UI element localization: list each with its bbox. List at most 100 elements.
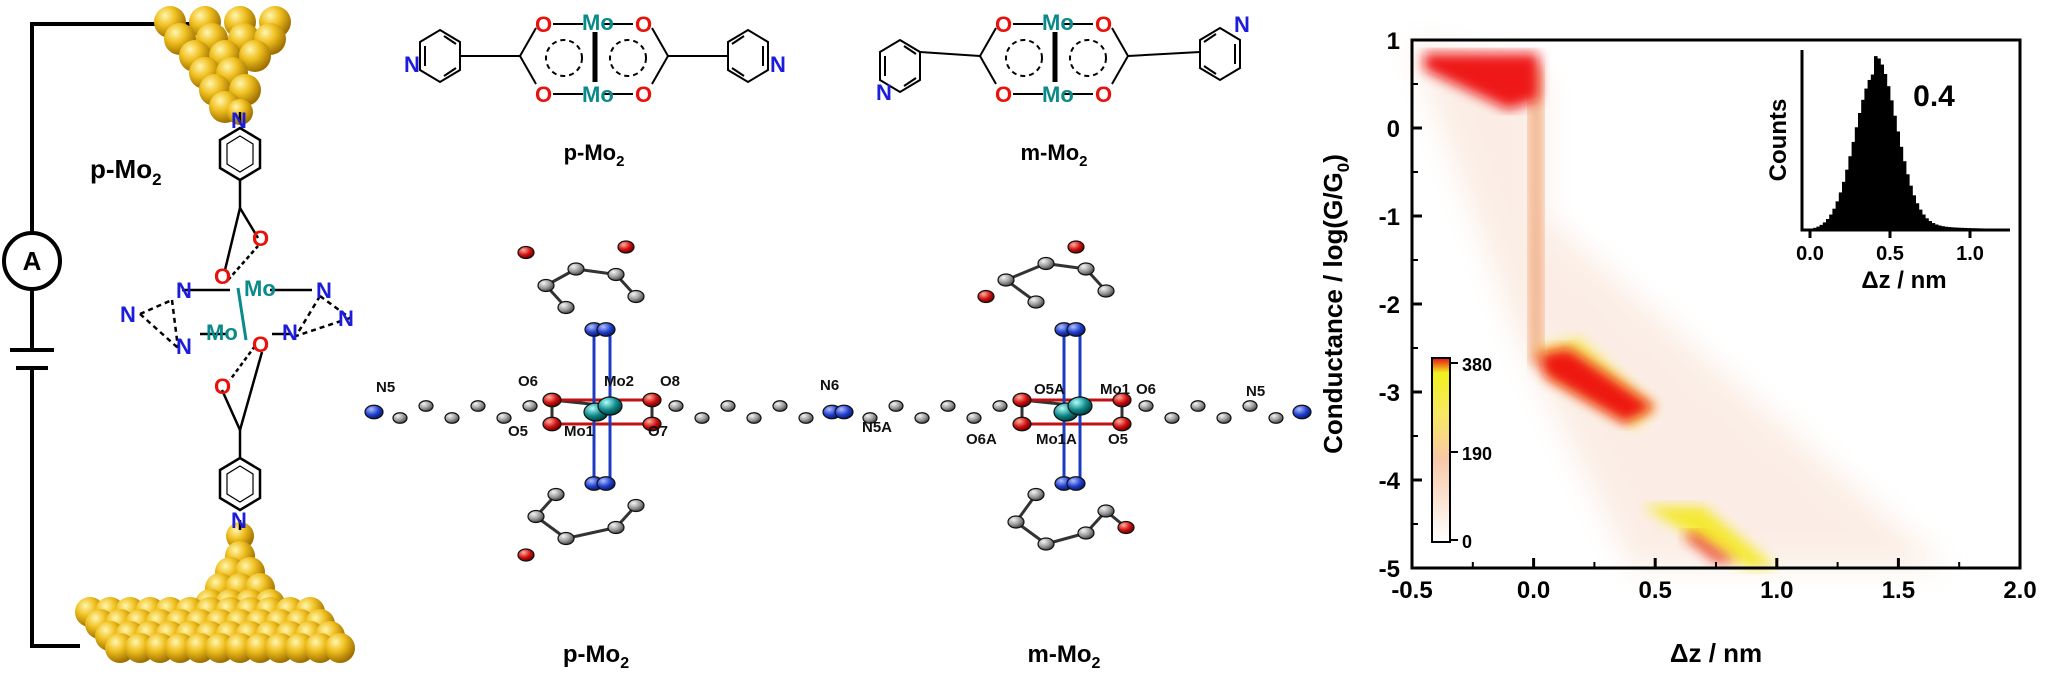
inset-axes (1800, 50, 2010, 232)
crystal-m-label: m-Mo2 (1028, 641, 1101, 672)
gold-atom (239, 40, 271, 72)
x-tick-label: 0.5 (1639, 577, 1672, 604)
inset-bar (1822, 222, 1827, 230)
atom-ellipsoid (627, 498, 645, 513)
inset-bar (1848, 156, 1852, 230)
y-tick-label: -5 (1379, 556, 1400, 583)
atom-ellipsoid (772, 400, 788, 412)
gold-tip-top (154, 6, 291, 125)
atom-ellipsoid (694, 412, 710, 424)
inset-bar (1842, 181, 1846, 230)
atom-ellipsoid (607, 520, 625, 535)
m-struct-o-1: O (995, 12, 1012, 37)
x-tick-label: -0.5 (1391, 577, 1432, 604)
atom-ellipsoid (746, 412, 762, 424)
crystal-structure-p (364, 240, 842, 562)
y-tick-label: -2 (1379, 292, 1400, 319)
inset-bar (1941, 226, 1945, 230)
inset-bar (1816, 226, 1820, 230)
atom-ellipsoid (1112, 392, 1132, 408)
atom-ellipsoid (720, 400, 736, 412)
inset-bar (1915, 203, 1920, 230)
atom-ellipsoid (914, 412, 930, 424)
atom-n-left-1: N (176, 278, 192, 303)
atom-ellipsoid (997, 273, 1015, 287)
inset-bar (1906, 174, 1910, 230)
atom-ellipsoid (1216, 412, 1232, 424)
crystal-m-atom-o5a: O5A (1034, 381, 1065, 398)
atom-ellipsoid (1190, 400, 1206, 412)
structure-p-mo2 (419, 23, 769, 95)
crystal-m-atom-o5: O5 (1108, 431, 1128, 448)
inset-bar (1902, 161, 1907, 230)
inset-tick-label: 0.5 (1876, 243, 1904, 265)
inset-bar (1883, 74, 1888, 230)
x-tick-label: 2.0 (2003, 577, 2036, 604)
colorbar-tick-380: 380 (1462, 355, 1492, 375)
atom-ellipsoid (527, 509, 545, 524)
crystal-p-atom-o6: O6 (518, 373, 538, 390)
inset-bar (1893, 115, 1897, 230)
crystal-m-atom-n5: N5 (1246, 383, 1265, 400)
atom-n-right-3: N (282, 320, 298, 345)
crystal-p-label: p-Mo2 (563, 641, 629, 672)
heat-step (1528, 66, 1544, 366)
atom-ellipsoid (567, 262, 585, 276)
inset-bar (1870, 74, 1875, 231)
atom-ellipsoid (642, 416, 662, 432)
p-struct-n-right: N (770, 52, 786, 77)
atom-ellipsoid (392, 412, 408, 424)
heat-background (1412, 40, 1948, 568)
atom-ellipsoid (1097, 504, 1115, 518)
inset-bar (1838, 192, 1843, 230)
atom-n-right-2: N (338, 306, 354, 331)
inset-bar (1829, 214, 1833, 230)
atom-ellipsoid (522, 400, 538, 412)
atom-ellipsoid (617, 240, 635, 254)
heat-region-0 (1424, 53, 1539, 110)
crystal-m-atom-mo1: Mo1 (1100, 381, 1130, 398)
inset-x-label: Δz / nm (1861, 267, 1946, 294)
inset-bar (1909, 185, 1913, 230)
m-struct-n-left: N (876, 80, 892, 105)
inset-bar (1835, 201, 1840, 230)
atom-ellipsoid (1012, 392, 1032, 408)
atom-ellipsoid (597, 396, 623, 416)
atom-ellipsoid (517, 548, 535, 562)
atom-ellipsoid (1292, 404, 1312, 420)
atom-ellipsoid (642, 392, 662, 408)
atom-ellipsoid (1037, 537, 1055, 551)
inset-bar (1925, 218, 1929, 230)
atom-ellipsoid (1242, 400, 1258, 412)
x-tick-label: 1.5 (1882, 577, 1915, 604)
y-tick-label: 1 (1387, 28, 1400, 55)
atom-mo-top: Mo (244, 276, 276, 301)
atom-ellipsoid (557, 531, 575, 546)
inset-bar (1819, 224, 1824, 230)
p-struct-o-2: O (535, 82, 552, 107)
gold-atom (325, 633, 355, 663)
crystal-p-atom-n6: N6 (820, 377, 839, 394)
atom-ellipsoid (470, 400, 486, 412)
atom-ellipsoid (444, 412, 460, 424)
crystal-structure-m (834, 240, 1312, 551)
atom-ellipsoid (862, 412, 878, 424)
atom-ellipsoid (596, 476, 616, 491)
atom-ellipsoid (557, 300, 575, 315)
p-struct-o-3: O (635, 12, 652, 37)
p-struct-o-1: O (535, 12, 552, 37)
colorbar-gradient (1431, 357, 1451, 543)
atom-n-left-3: N (176, 334, 192, 359)
bond (565, 526, 617, 540)
atom-ellipsoid (1007, 515, 1025, 529)
inset-bar (1934, 224, 1939, 230)
inset-bar (1899, 146, 1904, 230)
p-struct-o-4: O (635, 82, 652, 107)
crystal-m-atom-mo1a: Mo1A (1036, 431, 1077, 448)
atom-ellipsoid (596, 322, 616, 337)
atom-ellipsoid (1097, 284, 1115, 298)
atom-ellipsoid (1066, 476, 1086, 491)
